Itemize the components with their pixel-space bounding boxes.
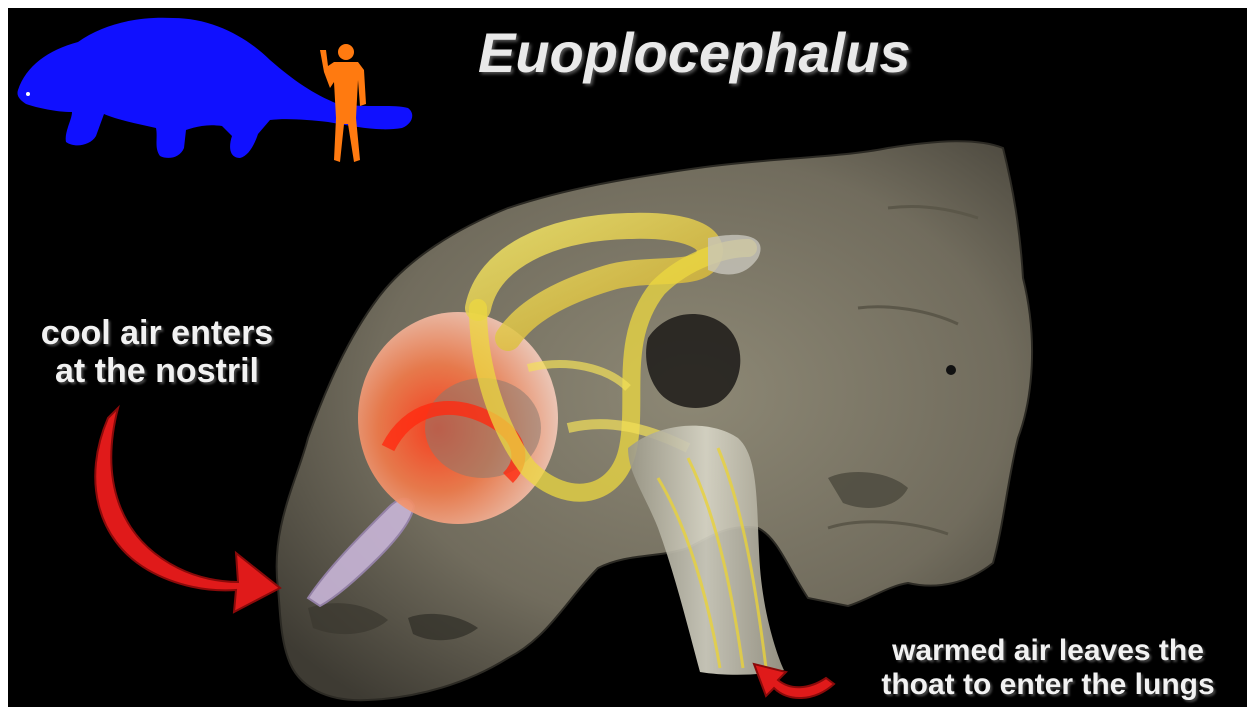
nasal-airway-loop [358, 312, 558, 524]
nostril-caption-line-1: cool air enters [12, 314, 302, 352]
throat-caption: warmed air leaves the thoat to enter the… [848, 634, 1247, 701]
diagram-title: Euoplocephalus [478, 20, 911, 85]
throat-caption-line-1: warmed air leaves the [848, 634, 1247, 668]
nostril-caption-line-2: at the nostril [12, 352, 302, 390]
nostril-caption: cool air enters at the nostril [12, 314, 302, 390]
inflow-arrow [95, 408, 280, 612]
outflow-arrow [754, 664, 834, 698]
throat-caption-line-2: thoat to enter the lungs [848, 668, 1247, 702]
diagram-canvas: Euoplocephalus cool air enters at the no… [8, 8, 1247, 707]
